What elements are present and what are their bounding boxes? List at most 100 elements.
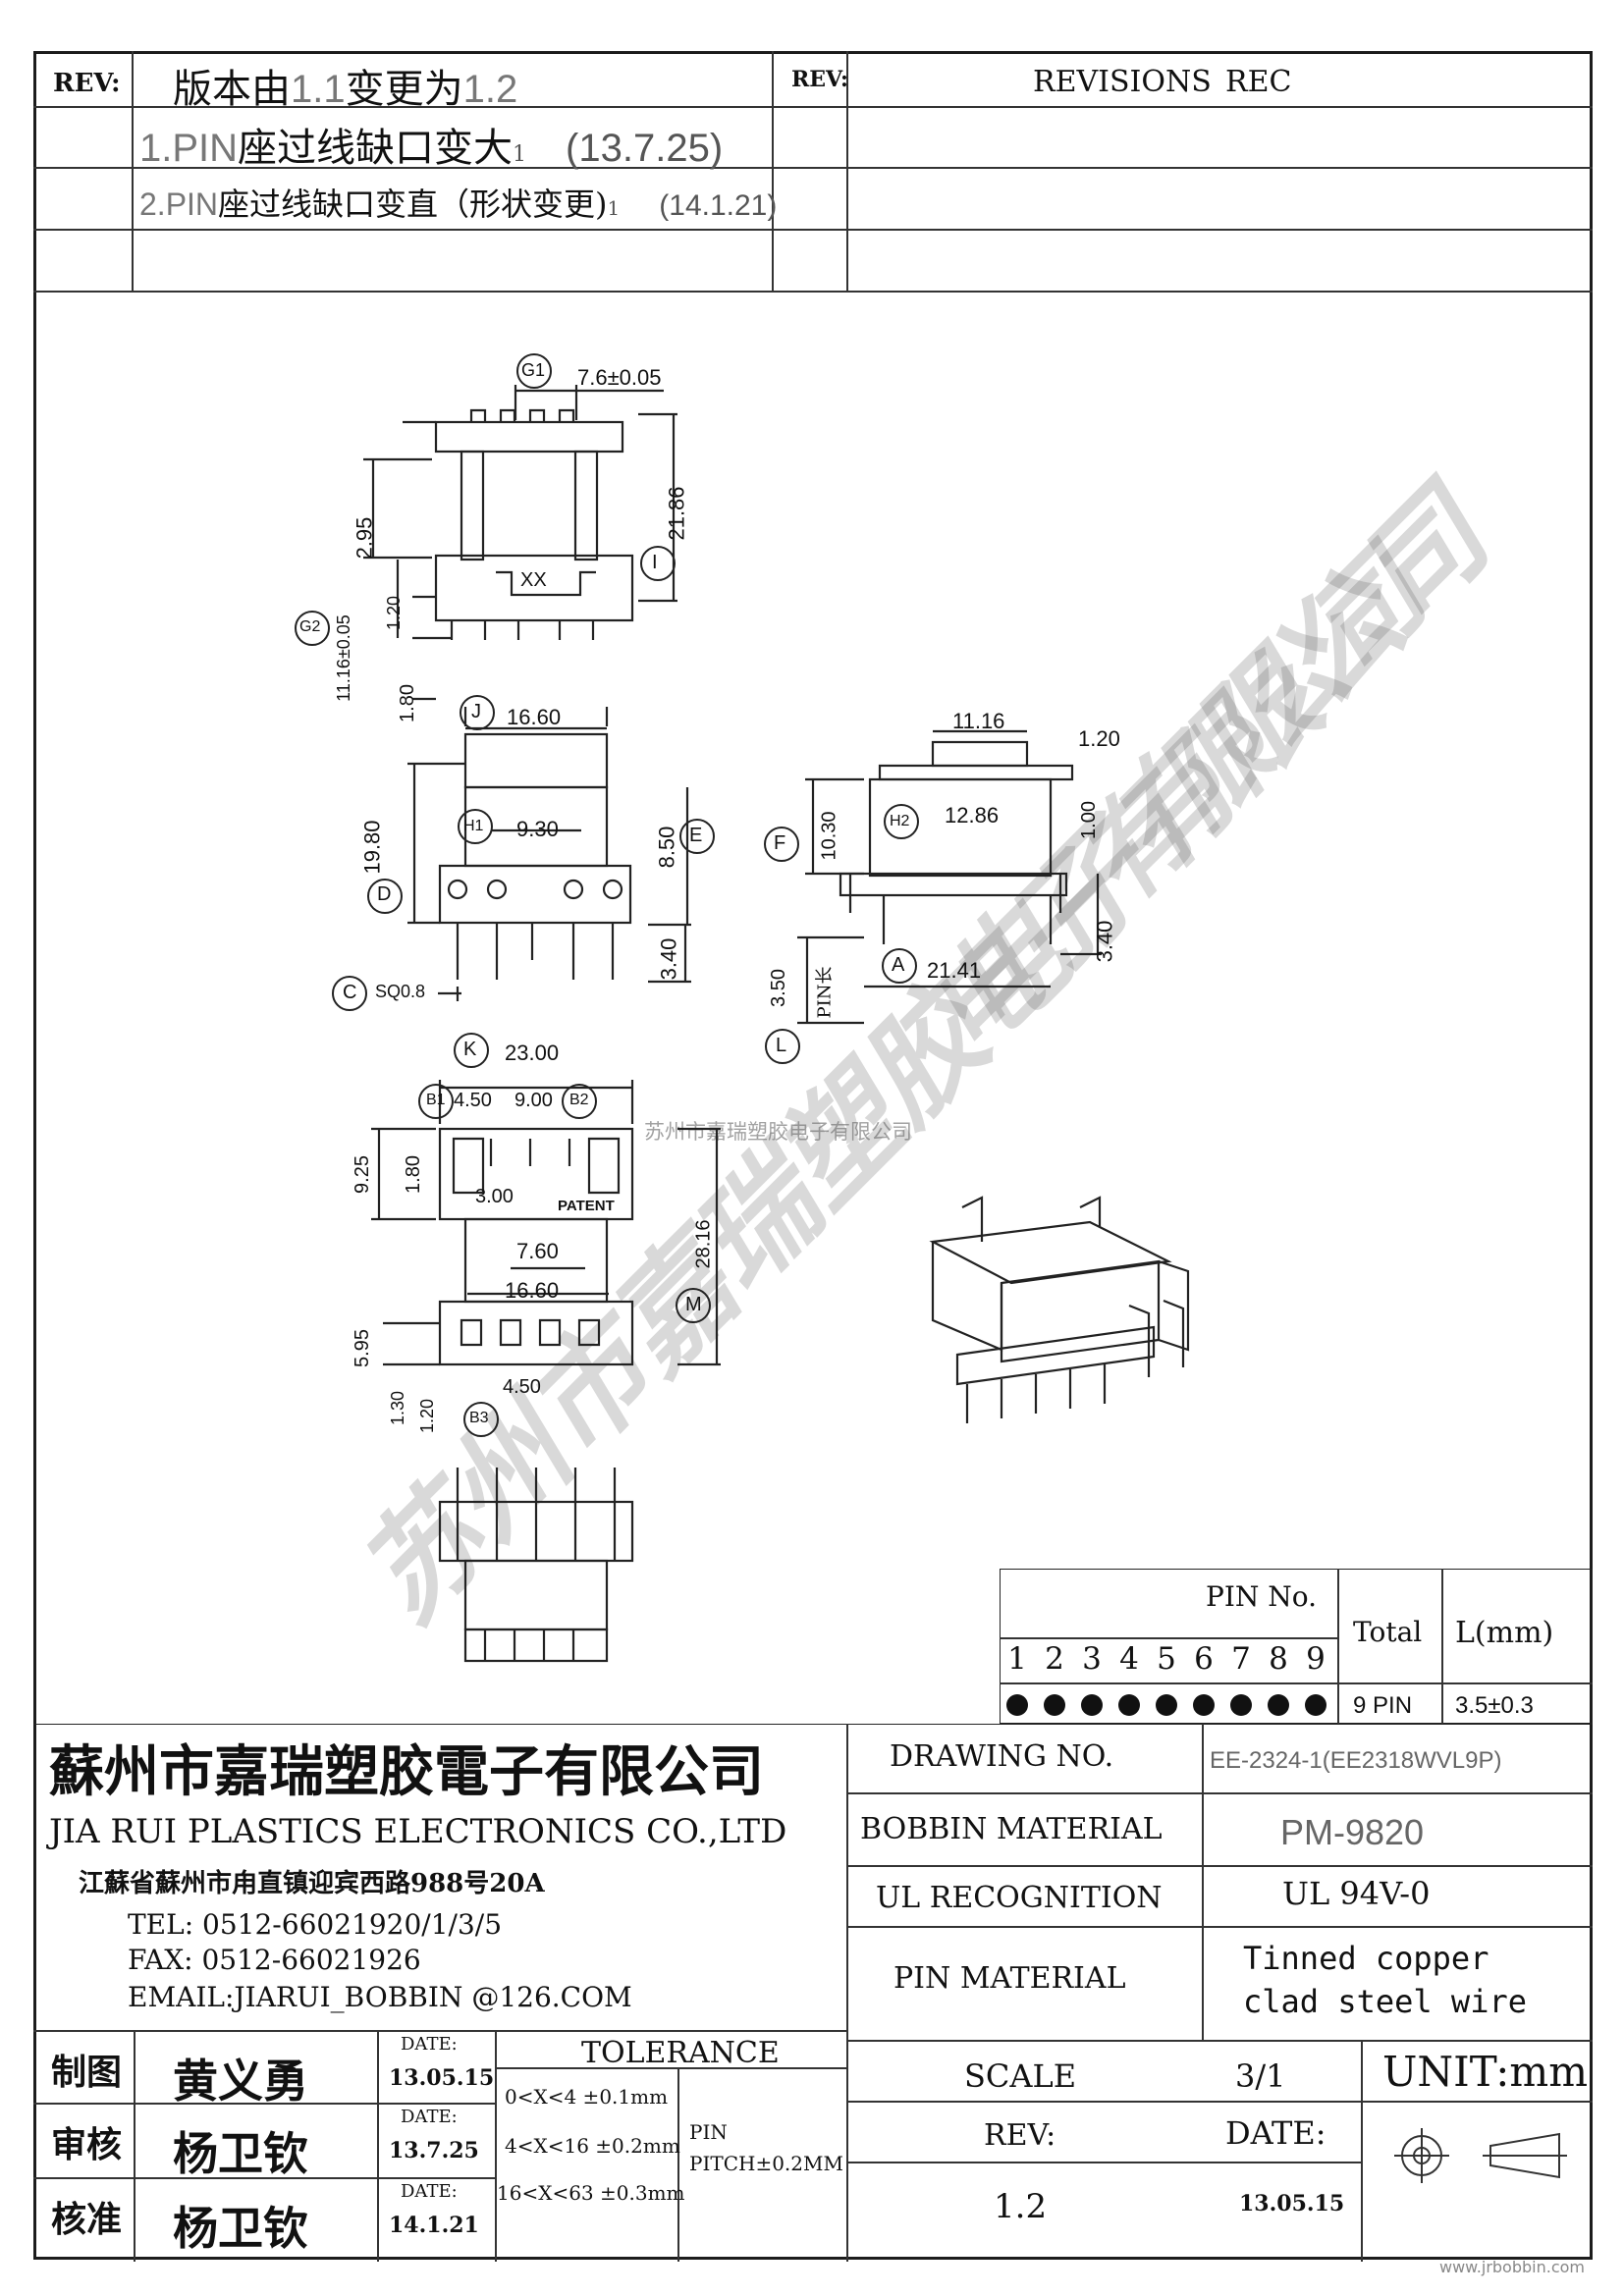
pin-marker-9 [1305,1694,1326,1716]
rev-label-bottom: REV: [984,2118,1056,2153]
dim-4-50: 4.50 [454,1090,492,1111]
length-header: L(mm) [1455,1616,1554,1650]
company-tel: TEL: 0512-66021920/1/3/5 [128,1908,503,1941]
tolerance-line-2: 4<X<16 ±0.2mm [505,2134,680,2158]
label-i: I [652,552,658,573]
label-m: M [685,1294,702,1315]
dim-11-16b: 11.16 [952,709,1005,733]
signature-date-label-0: DATE: [401,2034,458,2055]
unit-label: UNIT:mm [1382,2048,1589,2096]
drawing-frame [33,51,1593,2260]
pin-view [438,1468,634,1663]
signature-name-0: 黄义勇 [173,2055,308,2108]
bobbin-material-value: PM-9820 [1280,1812,1425,1852]
label-j: J [471,701,481,722]
pin-marker-5 [1156,1694,1177,1716]
pin-number-9: 9 [1306,1641,1326,1677]
dim-4-50b: 4.50 [503,1376,541,1398]
drawing-no-label: DRAWING NO. [890,1739,1114,1774]
dim-1-20b: 1.20 [1078,726,1120,751]
rev-row-1: 1.PIN座过线缺口变大1(13.7.25) [139,126,724,171]
label-h2: H2 [890,813,910,829]
label-f: F [774,832,786,854]
pin-number-7: 7 [1231,1641,1251,1677]
date-value: 13.05.15 [1239,2191,1345,2216]
label-xx: XX [520,569,547,591]
bobbin-material-label: BOBBIN MATERIAL [860,1812,1163,1846]
label-h1: H1 [463,818,484,834]
title-block [33,1724,1593,1725]
pin-material-value-1: Tinned copper [1243,1940,1489,1977]
side-view [797,729,1102,1025]
label-b1: B1 [426,1092,446,1108]
tolerance-pin-label: PIN [689,2120,728,2144]
rev-value: 1.2 [994,2187,1048,2226]
dim-7-60: 7.60 [516,1239,559,1263]
website-url: www.jrbobbin.com [1439,2258,1585,2276]
pin-number-6: 6 [1194,1641,1214,1677]
signature-name-2: 杨卫钦 [173,2202,308,2255]
label-patent: PATENT [558,1198,615,1214]
signature-role-0: 制图 [51,2052,123,2093]
bottom-view [371,1080,721,1366]
ul-recognition-value: UL 94V-0 [1282,1875,1431,1912]
label-b3: B3 [469,1410,489,1426]
length-value: 3.5±0.3 [1455,1692,1534,1719]
pin-marker-8 [1268,1694,1289,1716]
signature-role-1: 审核 [51,2124,123,2165]
dim-16-60b: 16.60 [505,1278,560,1303]
rev-row-2: 2.PIN座过线缺口变直（形状变更)1(14.1.21) [139,186,778,223]
isometric-view [929,1196,1190,1423]
dim-12-86: 12.86 [945,803,1000,828]
label-a: A [892,954,905,976]
label-b2: B2 [569,1092,589,1108]
tolerance-line-3: 16<X<63 ±0.3mm [497,2181,685,2205]
signature-date-2: 14.1.21 [389,2213,479,2238]
pin-number-5: 5 [1157,1641,1176,1677]
dim-3-00: 3.00 [475,1186,514,1207]
revisions-header: REVISIONS [1033,65,1212,99]
tolerance-pin-pitch: PITCH±0.2MM [689,2152,843,2175]
signature-name-1: 杨卫钦 [173,2127,308,2180]
pin-marker-7 [1230,1694,1252,1716]
pin-number-8: 8 [1269,1641,1288,1677]
dim-7-6: 7.6±0.05 [577,365,662,390]
label-d: D [377,883,392,905]
company-name-en: JIA RUI PLASTICS ELECTRONICS CO.,LTD [49,1812,787,1851]
watermark-small: 苏州市嘉瑞塑胶电子有限公司 [644,1120,912,1144]
dim-sq: SQ0.8 [375,982,426,1001]
pin-marker-2 [1044,1694,1065,1716]
company-address: 江蘇省蘇州市甪直镇迎宾西路988号20A [79,1869,545,1898]
company-fax: FAX: 0512-66021926 [128,1944,421,1976]
label-g1: G1 [521,360,546,380]
dim-16-60: 16.60 [507,705,562,729]
signature-date-label-2: DATE: [401,2181,458,2202]
total-value: 9 PIN [1353,1692,1413,1719]
pin-marker-4 [1118,1694,1140,1716]
signature-date-0: 13.05.15 [389,2065,495,2091]
pin-number-3: 3 [1082,1641,1102,1677]
ul-recognition-label: UL RECOGNITION [876,1881,1163,1915]
rev-label-2: REV: [791,67,849,92]
scale-value: 3/1 [1235,2057,1286,2095]
pin-marker-6 [1193,1694,1215,1716]
front-view [407,707,691,1001]
drawing-no-value: EE-2324-1(EE2318WVL9P) [1210,1747,1502,1774]
label-e: E [689,825,703,846]
pin-material-label: PIN MATERIAL [893,1961,1126,1996]
company-name-cn: 蘇州市嘉瑞塑胶電子有限公司 [49,1739,764,1804]
pin-number-4: 4 [1119,1641,1139,1677]
label-k: K [463,1039,477,1060]
date-label: DATE: [1225,2114,1326,2152]
dim-21-41: 21.41 [927,958,982,983]
pin-number-2: 2 [1045,1641,1064,1677]
label-g2: G2 [299,618,321,635]
signature-date-1: 13.7.25 [389,2138,479,2163]
tolerance-line-1: 0<X<4 ±0.1mm [505,2085,669,2109]
pin-material-value-2: clad steel wire [1243,1983,1527,2020]
signature-date-label-1: DATE: [401,2107,458,2127]
tolerance-title: TOLERANCE [581,2036,780,2070]
pin-no-header: PIN No. [1206,1580,1318,1613]
